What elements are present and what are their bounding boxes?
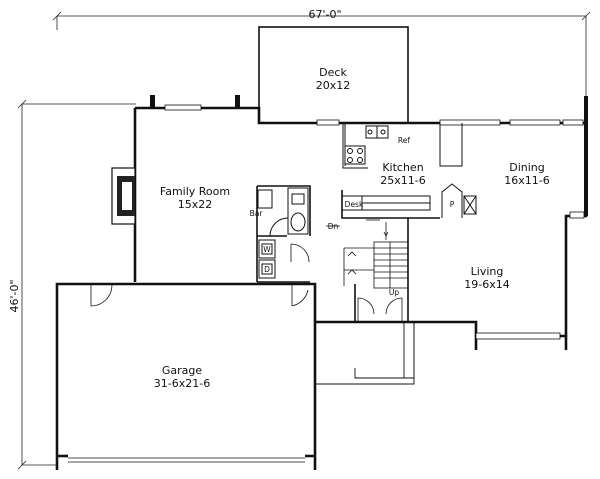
svg-text:Living: Living: [471, 265, 504, 278]
room-label-garage: Garage 31-6x21-6: [154, 364, 210, 390]
dryer-label: D: [264, 265, 270, 274]
room-label-family: Family Room 15x22: [160, 185, 230, 211]
pantry-label: P: [450, 200, 455, 209]
laundry: [258, 239, 276, 279]
room-label-kitchen: Kitchen 25x11-6: [380, 161, 425, 187]
front-porch: [314, 321, 415, 385]
garage-door: [68, 457, 305, 463]
width-dimension: [52, 11, 591, 120]
powder-room: [257, 187, 309, 237]
svg-text:Garage: Garage: [162, 364, 203, 377]
washer-label: W: [263, 245, 271, 254]
depth-dimension-label: 46'-0": [8, 279, 21, 312]
refrigerator-label: Ref: [398, 136, 410, 145]
front-entry: [357, 297, 403, 322]
svg-text:31-6x21-6: 31-6x21-6: [154, 377, 210, 390]
desk-label: Desk: [345, 200, 364, 209]
svg-text:25x11-6: 25x11-6: [380, 174, 425, 187]
svg-text:20x12: 20x12: [316, 79, 351, 92]
laundry-door-swing: [290, 243, 310, 263]
width-dimension-label: 67'-0": [308, 8, 341, 21]
svg-text:Kitchen: Kitchen: [382, 161, 423, 174]
svg-text:15x22: 15x22: [178, 198, 213, 211]
svg-text:Family Room: Family Room: [160, 185, 230, 198]
room-label-living: Living 19-6x14: [464, 265, 509, 291]
pantry: [441, 183, 477, 218]
rear-windows: [164, 104, 585, 340]
down-stairs-label: Dn: [328, 222, 339, 231]
depth-dimension: [17, 99, 136, 470]
svg-text:16x11-6: 16x11-6: [504, 174, 549, 187]
stairs: [326, 219, 409, 289]
fireplace: [111, 167, 136, 225]
room-label-deck: Deck 20x12: [316, 66, 351, 92]
kitchen-counters: [342, 123, 463, 169]
svg-text:Deck: Deck: [319, 66, 347, 79]
garage-entry-door: [90, 284, 309, 307]
svg-text:19-6x14: 19-6x14: [464, 278, 509, 291]
room-label-dining: Dining 16x11-6: [504, 161, 549, 187]
up-stairs-label: Up: [389, 288, 399, 297]
bar-label: Bar: [250, 209, 264, 218]
svg-text:Dining: Dining: [509, 161, 545, 174]
desk-counter: [341, 195, 431, 211]
chimney-stub-right: [235, 95, 240, 108]
exterior-walls: [133, 96, 588, 350]
chimney-stub-left: [150, 95, 155, 108]
